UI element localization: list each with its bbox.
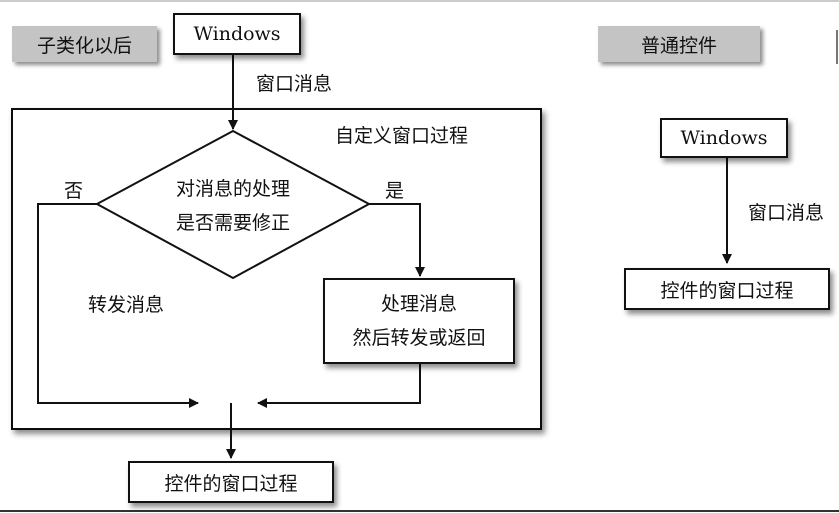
- normal-control-tag: 普通控件: [598, 26, 760, 62]
- control-proc-box: 控件的窗口过程: [128, 461, 334, 503]
- window-message-label: 窗口消息: [256, 73, 333, 95]
- handle-to-merge-line: [257, 364, 421, 408]
- decision-line-1: 对消息的处理: [175, 178, 290, 200]
- custom-proc-title: 自定义窗口过程: [335, 125, 469, 147]
- decision-text: 对消息的处理 是否需要修正: [148, 172, 318, 240]
- no-branch-line: [37, 203, 199, 408]
- right-window-message-label: 窗口消息: [748, 202, 825, 224]
- right-control-proc-box: 控件的窗口过程: [624, 268, 830, 310]
- right-windows-box: Windows: [660, 118, 788, 158]
- no-label: 否: [64, 180, 84, 202]
- forward-message-label: 转发消息: [88, 294, 165, 316]
- decision-line-2: 是否需要修正: [175, 212, 290, 234]
- yes-branch-line: [369, 203, 425, 277]
- handle-message-box: 处理消息 然后转发或返回: [323, 278, 515, 364]
- yes-label: 是: [385, 180, 405, 202]
- subclassed-tag: 子类化以后: [12, 26, 157, 62]
- handle-line-2: 然后转发或返回: [352, 327, 486, 349]
- windows-box: Windows: [173, 13, 301, 55]
- handle-line-1: 处理消息: [380, 293, 457, 315]
- decision-diamond: [94, 129, 372, 280]
